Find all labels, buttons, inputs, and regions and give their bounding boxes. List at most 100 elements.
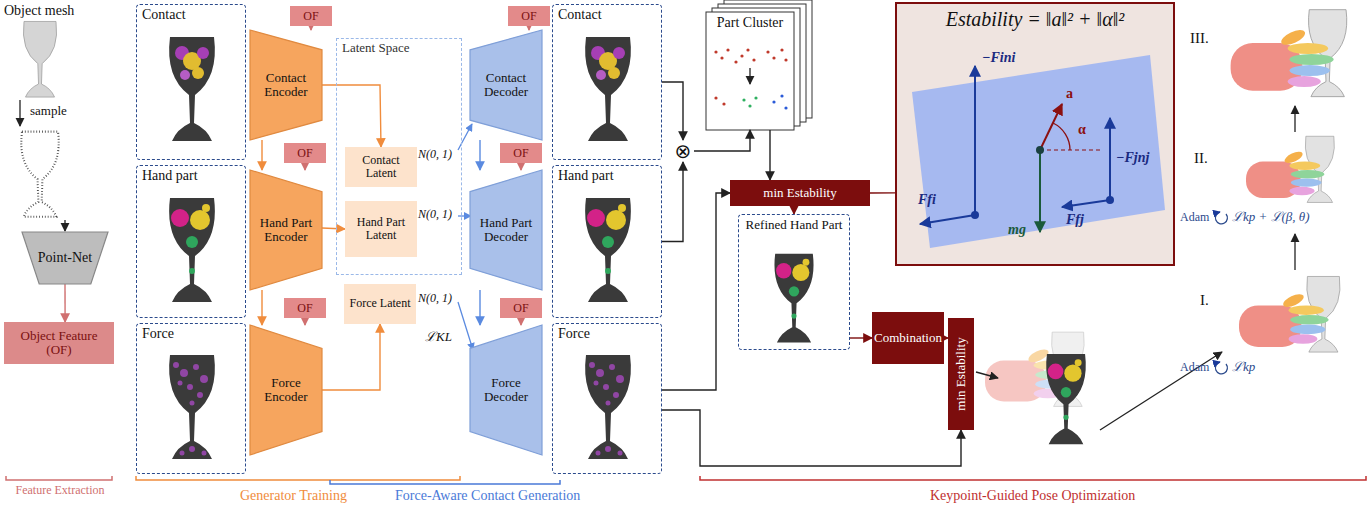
node-text: min Estability xyxy=(954,318,968,430)
connector xyxy=(322,228,345,229)
connector xyxy=(310,26,311,30)
object-feature-tag: OF xyxy=(508,6,550,26)
node-text-group: Part Cluster xyxy=(706,12,794,34)
node-text: Force Latent xyxy=(350,297,411,310)
annotation-label: Ffj xyxy=(1066,212,1084,228)
connector xyxy=(479,140,480,170)
node-text: Object Feature (OF) xyxy=(8,329,110,358)
encoder-block-outline xyxy=(250,170,322,290)
decoder-block: Force Decoder xyxy=(470,325,542,455)
object-feature-tag: OF xyxy=(290,6,332,26)
connector xyxy=(662,410,961,466)
connector xyxy=(304,318,305,325)
node-text-group: Force Encoder xyxy=(250,325,322,455)
node-text: OF xyxy=(521,10,536,22)
annotation-label: III. xyxy=(1190,30,1209,47)
annotation-label: Adam xyxy=(1180,361,1209,375)
node-text: ⊗ xyxy=(675,141,692,161)
node-text-group: OF xyxy=(500,143,542,163)
annotation-label: Generator Training xyxy=(240,488,347,504)
annotation-label: I. xyxy=(1200,292,1209,309)
node-text: Refined Hand Part xyxy=(744,218,844,233)
node-text: Contact xyxy=(558,7,656,23)
node-text-group: Hand part xyxy=(137,166,245,186)
node-text: Estability = ‖a‖² + ‖α‖² xyxy=(902,7,1168,31)
node-text-group: Hand Part Encoder xyxy=(250,170,322,290)
sample-panel: Force xyxy=(136,323,246,474)
pointnet-trapezoid-outline xyxy=(22,232,108,284)
node-text: Contact xyxy=(142,7,240,23)
annotation-label: sample xyxy=(30,104,67,119)
sample-panel: Force xyxy=(552,323,662,474)
sample-panel: Hand part xyxy=(136,165,246,318)
node-text: Hand Part Encoder xyxy=(254,216,318,245)
annotation-label: −Fjnj xyxy=(1116,150,1149,166)
latent-box: Force Latent xyxy=(344,284,416,324)
sample-panel: Hand part xyxy=(552,165,662,318)
node-text-group: Contact Encoder xyxy=(250,30,322,140)
node-text: OF xyxy=(513,147,528,159)
connector xyxy=(322,324,380,390)
node-text: Hand Part Decoder xyxy=(474,216,538,245)
node-text-group: Hand Part Decoder xyxy=(470,170,542,290)
node-text: Part Cluster xyxy=(711,15,789,31)
node-text: Force xyxy=(558,326,656,342)
annotation-label: −Fini xyxy=(982,50,1015,66)
product-symbol: ⊗ xyxy=(672,140,694,162)
encoder-block: Hand Part Encoder xyxy=(250,170,322,290)
node-text-group: OF xyxy=(284,298,326,318)
decoder-block-outline xyxy=(470,325,542,455)
connector xyxy=(870,192,895,194)
connector xyxy=(64,284,65,322)
connector xyxy=(520,163,521,170)
connector xyxy=(322,85,381,147)
node-text: Contact Latent xyxy=(349,154,413,180)
node-text: Latent Space xyxy=(342,41,456,56)
node-text-group: Estability = ‖a‖² + ‖α‖² xyxy=(897,4,1173,34)
node-text: Hand Part Latent xyxy=(349,216,413,242)
node-text-group: Force Decoder xyxy=(470,325,542,455)
node-text-group: min Estability xyxy=(730,180,870,206)
node-text-group: Hand part xyxy=(553,166,661,186)
encoder-block-outline xyxy=(250,30,322,140)
annotation-label: Force-Aware Contact Generation xyxy=(395,488,580,504)
annotation-label: mg xyxy=(1008,222,1026,238)
annotation-label: ℒkp xyxy=(1232,360,1255,375)
decoder-block-outline xyxy=(470,170,542,290)
pointnet-trapezoid: Point-Net xyxy=(22,232,108,284)
node-text-group: OF xyxy=(508,6,550,26)
node-text: Contact Decoder xyxy=(474,71,538,100)
encoder-block: Contact Encoder xyxy=(250,30,322,140)
feature-box: Object Feature (OF) xyxy=(4,322,114,364)
latent-box: Contact Latent xyxy=(345,147,417,187)
node-text-group: Hand Part Latent xyxy=(345,201,417,257)
node-text-group: Object Feature (OF) xyxy=(4,322,114,364)
node-text: Force Encoder xyxy=(254,376,318,405)
node-text-group: Force Latent xyxy=(344,284,416,324)
annotation-label: Keypoint-Guided Pose Optimization xyxy=(930,488,1135,504)
node-text-group: Refined Hand Part xyxy=(739,215,849,236)
node-text: OF xyxy=(297,147,312,159)
connector xyxy=(662,82,683,140)
object-feature-tag: OF xyxy=(500,143,542,163)
node-text-group: OF xyxy=(290,6,332,26)
latent-box: Hand Part Latent xyxy=(345,201,417,257)
connector xyxy=(850,337,872,338)
decoder-block-outline xyxy=(470,30,542,140)
node-text-group: Latent Space xyxy=(337,39,461,58)
connector xyxy=(520,318,521,325)
annotation-label: N(0, 1) xyxy=(418,292,452,306)
node-text-group: Force xyxy=(553,324,661,344)
object-feature-tag: OF xyxy=(284,298,326,318)
node-text-group: OF xyxy=(500,298,542,318)
connector xyxy=(479,290,480,325)
connector xyxy=(304,163,305,170)
decoder-block: Contact Decoder xyxy=(470,30,542,140)
part-cluster-stack: Part Cluster xyxy=(706,12,794,130)
node-text: Combination xyxy=(874,331,942,345)
connector xyxy=(662,162,683,242)
node-text: min Estability xyxy=(763,186,836,200)
annotation-label: Adam xyxy=(1180,211,1209,225)
